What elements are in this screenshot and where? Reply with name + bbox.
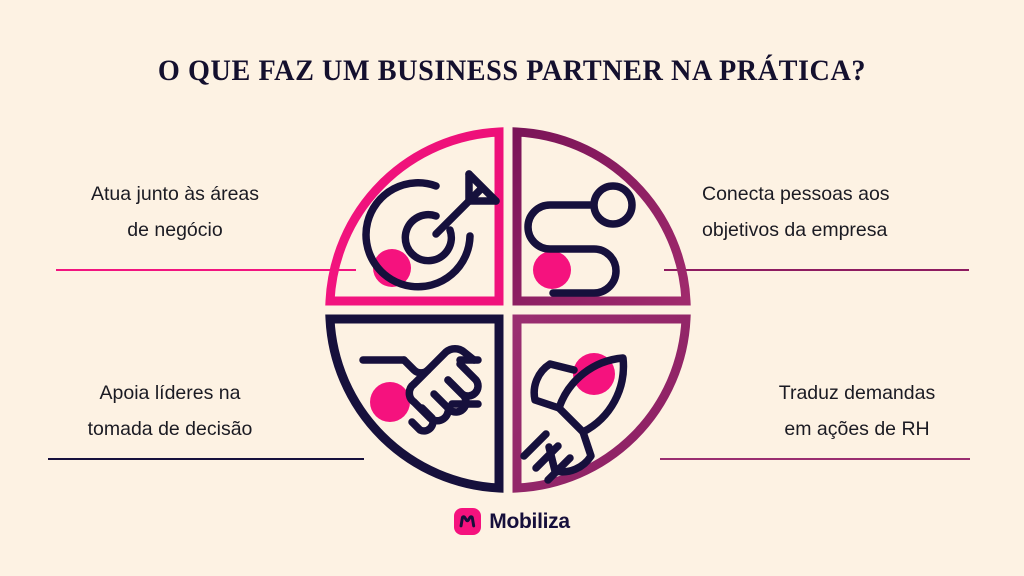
page-title: O QUE FAZ UM BUSINESS PARTNER NA PRÁTICA… xyxy=(157,54,867,87)
quadrant-label-top-right: Conecta pessoas aos objetivos da empresa xyxy=(702,176,1002,248)
quadrant-arc-top-right xyxy=(512,127,691,306)
label-line: objetivos da empresa xyxy=(702,219,888,241)
quadrant-arc-bottom-left xyxy=(325,314,504,493)
brand-logo: Mobiliza xyxy=(0,508,1024,535)
quadrant-label-bottom-left: Apoia líderes na tomada de decisão xyxy=(20,375,320,447)
connector-line-top-left xyxy=(56,269,356,271)
label-line: Atua junto às áreas xyxy=(90,183,260,205)
label-line: Conecta pessoas aos xyxy=(702,183,890,205)
label-line: Apoia líderes na xyxy=(99,382,241,404)
quadrant-top-right xyxy=(512,127,691,306)
quadrant-label-bottom-right: Traduz demandas em ações de RH xyxy=(712,375,1002,447)
label-line: em ações de RH xyxy=(784,418,930,440)
label-line: Traduz demandas xyxy=(778,382,936,404)
quadrant-bottom-left xyxy=(325,314,504,493)
connector-line-top-right xyxy=(664,269,969,271)
rocket-icon xyxy=(520,353,628,484)
label-line: tomada de decisão xyxy=(87,418,253,440)
connector-line-bottom-left xyxy=(48,458,364,460)
quadrant-arc-top-left xyxy=(325,127,504,306)
accent-dot-bottom-left xyxy=(370,382,410,422)
quadrant-top-left xyxy=(325,127,504,306)
target-arrow-icon xyxy=(362,170,500,291)
route-path-icon xyxy=(524,182,636,297)
mobiliza-m-icon xyxy=(454,508,482,535)
quadrant-bottom-right xyxy=(512,314,691,493)
connector-line-bottom-right xyxy=(660,458,970,460)
quadrant-label-top-left: Atua junto às áreas de negócio xyxy=(30,176,320,248)
accent-dot-top-right xyxy=(533,251,571,289)
label-line: de negócio xyxy=(127,219,223,241)
quadrant-arc-bottom-right xyxy=(512,314,691,493)
quadrant-wheel xyxy=(310,112,706,508)
handshake-icon xyxy=(359,345,482,435)
logo-wordmark: Mobiliza xyxy=(489,509,570,533)
